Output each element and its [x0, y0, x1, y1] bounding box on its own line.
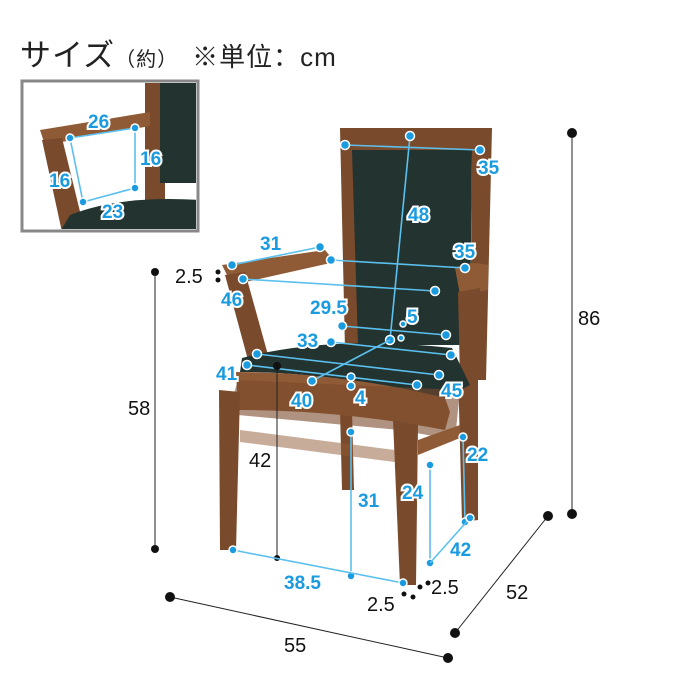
dimension-lines: [151, 128, 577, 663]
leg-thickness-b-label: 2.5: [367, 594, 395, 616]
stretcher-height-label: 22: [467, 445, 488, 466]
page-title: サイズ（約） ※単位：cm: [20, 30, 337, 75]
arm-thickness-label: 2.5: [175, 266, 203, 288]
armrest-inset: 26 16 16 23: [20, 79, 200, 233]
leg-thickness-a-label: 2.5: [431, 577, 459, 599]
approx-label: （約）: [115, 49, 179, 71]
total-height-label: 86: [578, 308, 600, 330]
inset-bottom-label: 23: [102, 202, 123, 223]
inset-left-label: 16: [49, 171, 70, 192]
seat-back-width-label: 29.5: [310, 298, 347, 319]
seat-depth-label: 40: [291, 391, 312, 412]
leg-depth-label: 42: [450, 540, 471, 561]
arm-height-label: 58: [128, 398, 150, 420]
unit-note: ※単位：cm: [192, 42, 337, 72]
seat-back-gap-label: 5: [407, 307, 418, 328]
inset-right-label: 16: [140, 149, 161, 170]
seat-front-width-label: 41: [216, 364, 238, 385]
seat-height-label: 42: [249, 450, 271, 472]
arm-length-label: 31: [260, 234, 282, 255]
inner-width-label: 46: [221, 290, 242, 311]
front-stretcher-height-label: 31: [358, 491, 380, 512]
dimension-labels: 35 48 31 35 2.5 46 29.5 5 33 41 40 4 45 …: [128, 156, 600, 657]
leg-width-label: 38.5: [284, 573, 321, 594]
back-height-label: 48: [408, 205, 429, 226]
side-stretcher-height-label: 24: [402, 483, 424, 504]
back-width-label: 35: [454, 242, 476, 263]
inset-top-label: 26: [88, 112, 109, 133]
seat-rear-width-label: 33: [297, 331, 318, 352]
title-text: サイズ: [20, 38, 116, 73]
back-top-width-label: 35: [478, 158, 500, 179]
total-width-label: 55: [284, 635, 306, 657]
seat-thickness-label: 4: [355, 388, 366, 409]
total-depth-label: 52: [506, 582, 528, 604]
seat-width-label: 45: [441, 381, 463, 402]
